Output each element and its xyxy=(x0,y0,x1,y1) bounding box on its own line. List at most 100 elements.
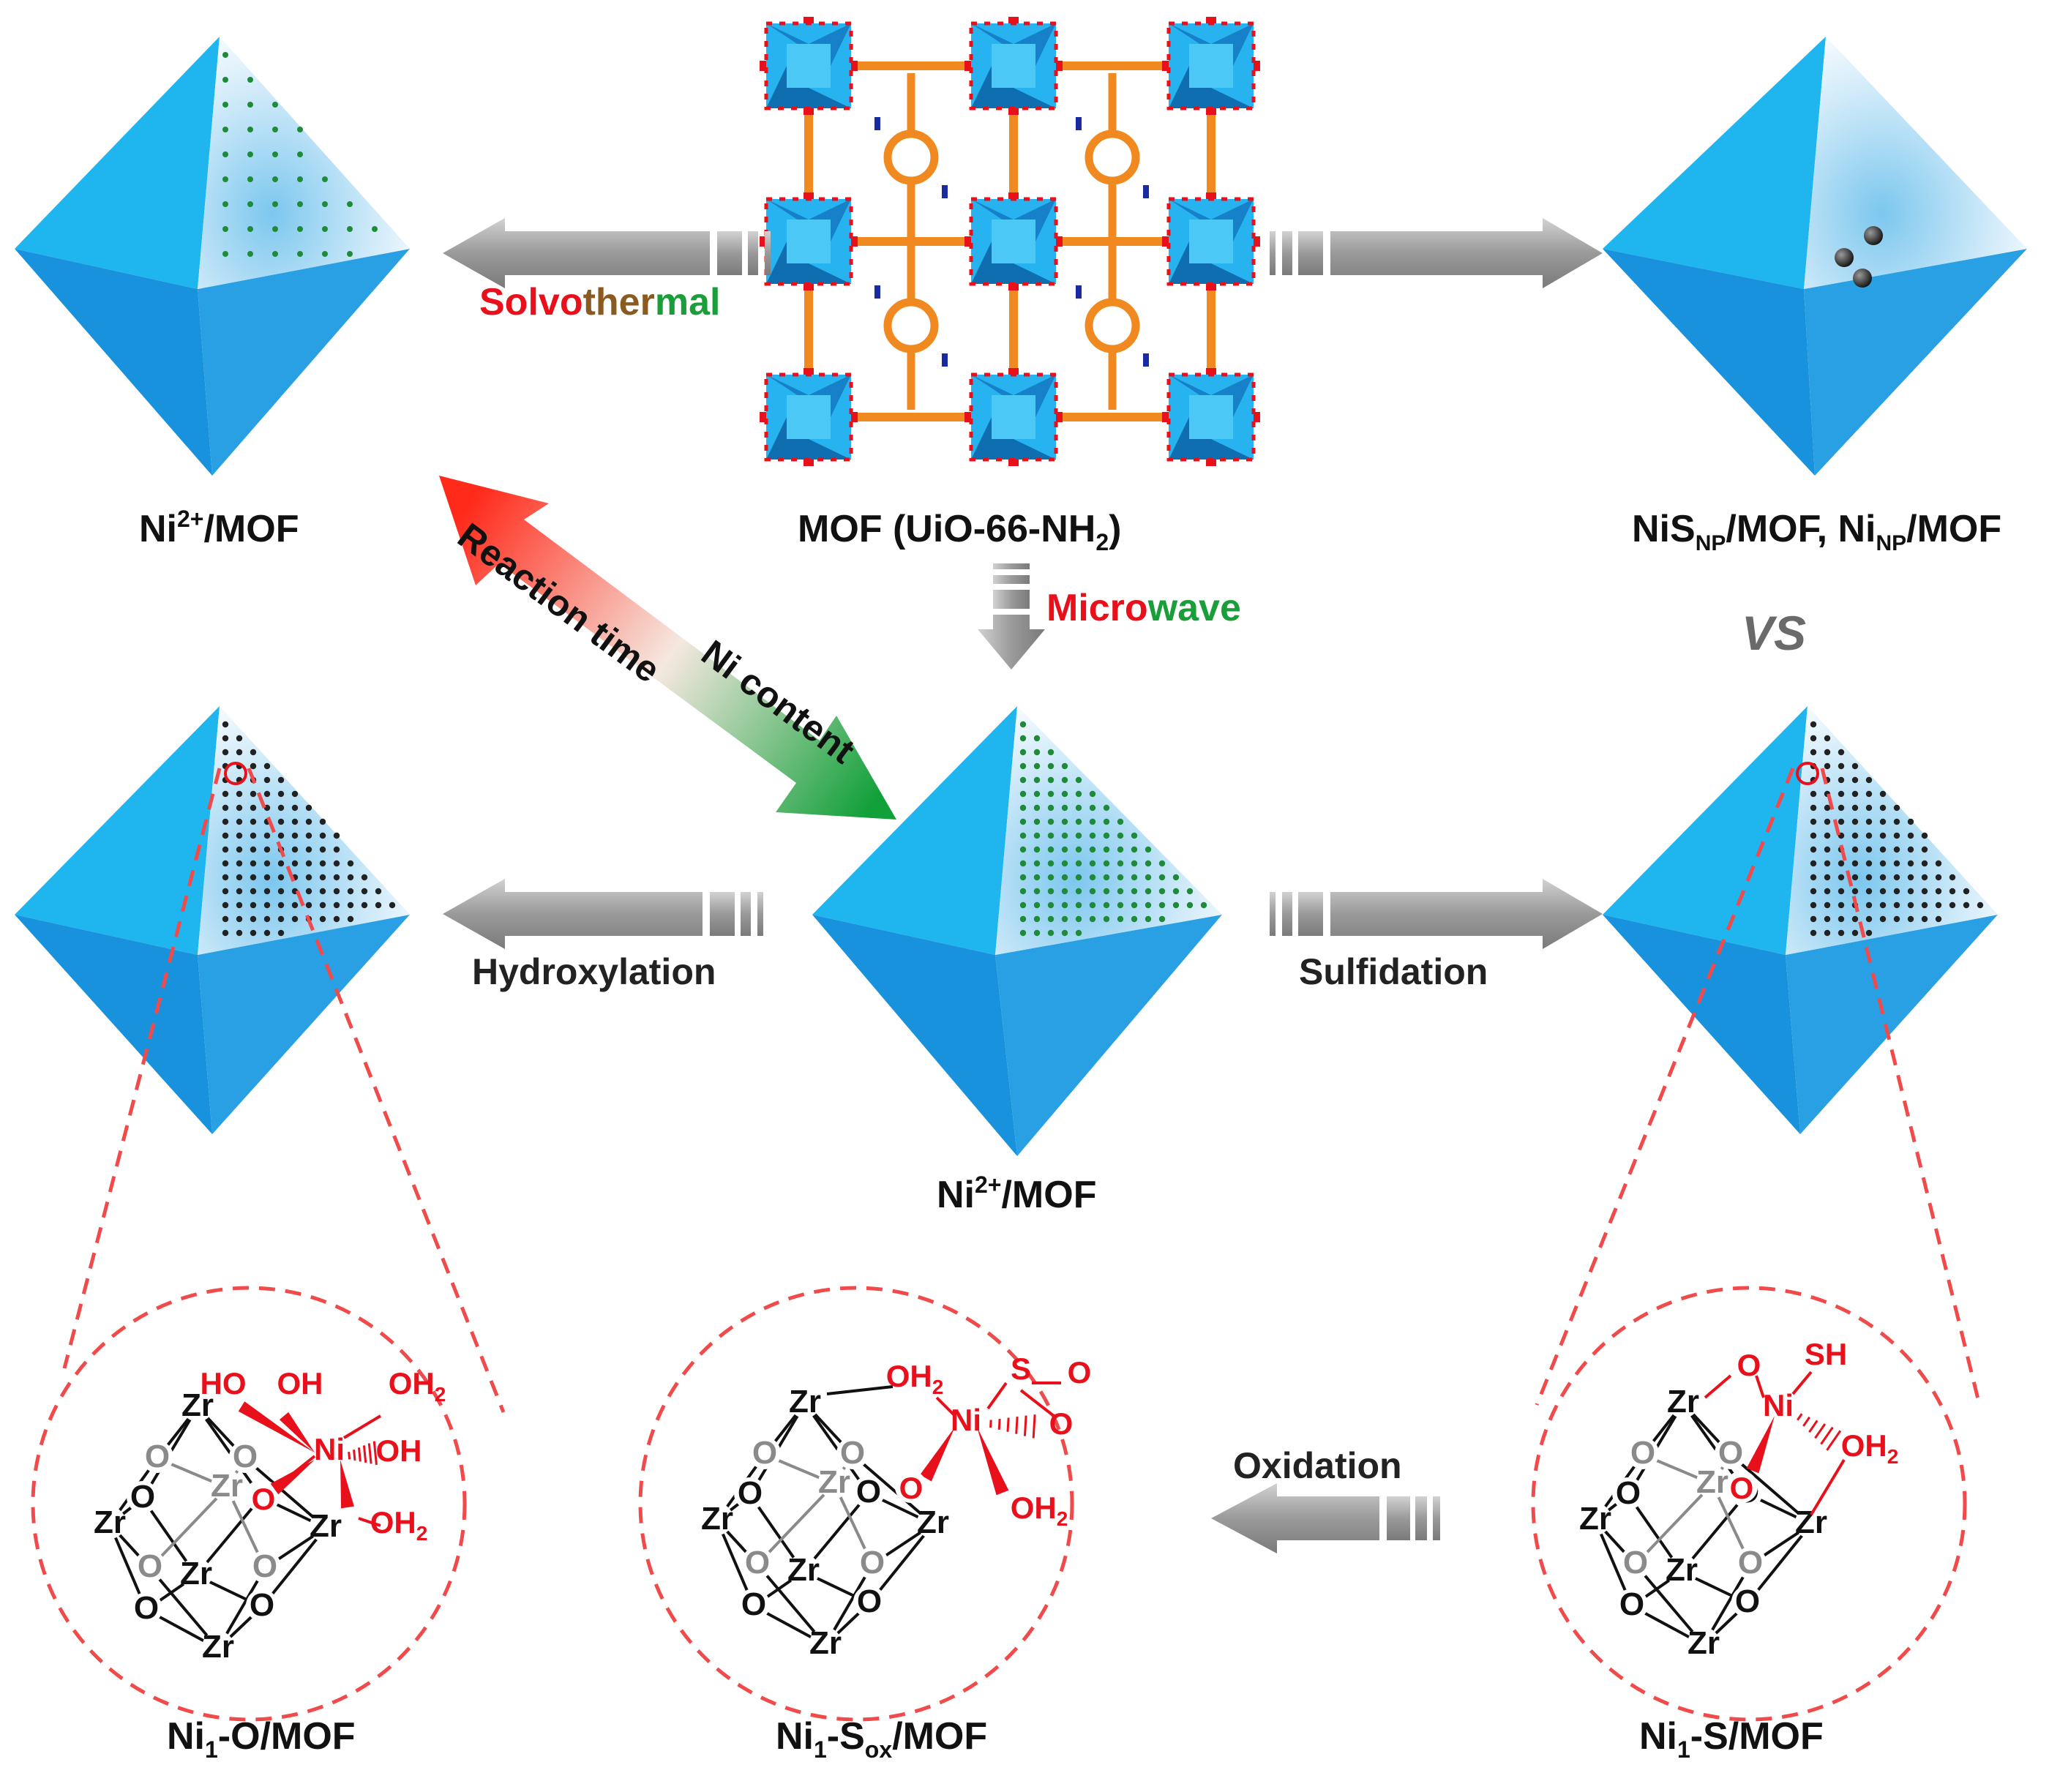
atom-backdrop xyxy=(211,1470,243,1502)
ni-dot xyxy=(263,874,271,881)
ni-dot xyxy=(1838,776,1845,784)
bond xyxy=(196,1406,263,1499)
ni-dot xyxy=(277,804,285,811)
ni-dot xyxy=(236,818,243,825)
atom-backdrop xyxy=(130,1592,162,1624)
ni-dot xyxy=(1949,901,1956,909)
ni-dot xyxy=(1047,888,1055,895)
ni-dot xyxy=(305,846,312,853)
octahedron-face-bottom-right xyxy=(1804,249,2027,476)
ni-dot xyxy=(1879,901,1887,909)
ni-dot xyxy=(291,804,299,811)
ni-dot xyxy=(1103,901,1110,909)
atom-ni: Ni xyxy=(951,1403,981,1437)
highlight-site-right xyxy=(1796,762,1819,785)
ni-dot xyxy=(1047,749,1055,756)
ni-dot xyxy=(1977,901,1984,909)
atom-o: O xyxy=(1068,1355,1092,1390)
ni-dot xyxy=(1047,832,1055,839)
mof-node-outline xyxy=(1166,372,1256,462)
ni-dot xyxy=(1061,846,1068,853)
ni-dot xyxy=(1019,804,1027,811)
ni-dot xyxy=(1061,776,1068,784)
ni-dot xyxy=(222,151,228,157)
ni-dot xyxy=(1089,874,1096,881)
ni-dot xyxy=(1089,790,1096,798)
ni-dot xyxy=(250,749,257,756)
ni-dot xyxy=(333,874,340,881)
ni-dot xyxy=(236,790,243,798)
ni-dot xyxy=(1810,749,1817,756)
ni-dot xyxy=(1824,804,1831,811)
bond xyxy=(851,1453,934,1526)
hashed-bond xyxy=(1814,1423,1827,1439)
atom-backdrop xyxy=(94,1507,126,1539)
ni-dot xyxy=(247,151,253,157)
octahedron-face-left xyxy=(812,706,1017,955)
label-ni1-s-mof: Ni1-S/MOF xyxy=(1639,1715,1824,1763)
atom-ho: HO xyxy=(201,1366,247,1401)
atom-backdrop xyxy=(1666,1554,1698,1586)
ni-dot xyxy=(305,860,312,867)
hashed-bond xyxy=(357,1447,362,1462)
atom: Zr xyxy=(809,1625,842,1661)
octahedron-open-face xyxy=(1804,37,2027,289)
ni-dot xyxy=(1865,776,1873,784)
ni-dot xyxy=(222,790,229,798)
ni-dot xyxy=(236,901,243,909)
ni-dot xyxy=(1810,901,1817,909)
ni-dot xyxy=(263,846,271,853)
label-ni1-o-mof: Ni1-O/MOF xyxy=(167,1715,356,1763)
zoom-circle-ni1-s xyxy=(1531,1286,1967,1722)
ni-dot xyxy=(1879,846,1887,853)
ni-dot xyxy=(222,721,229,728)
ni-dot xyxy=(1061,762,1068,770)
atom: Zr xyxy=(310,1508,342,1544)
bond xyxy=(1704,1374,1732,1399)
atom-backdrop xyxy=(1687,1627,1720,1660)
ni-dot xyxy=(1075,915,1082,923)
ni-dot xyxy=(1061,929,1068,937)
wedge-bond xyxy=(920,1427,955,1482)
ni-dot xyxy=(1824,818,1831,825)
ni-dot xyxy=(347,888,354,895)
arrow-sulfidation xyxy=(1270,879,1603,949)
hashed-bond xyxy=(353,1450,356,1461)
ni-dot xyxy=(1019,735,1027,742)
ni-dot xyxy=(1158,901,1166,909)
ni-dot xyxy=(1145,901,1152,909)
ni-dot xyxy=(322,251,328,257)
mof-zr-node xyxy=(764,197,853,286)
ni-dot xyxy=(1838,874,1845,881)
ni-dot xyxy=(1879,915,1887,923)
mof-node-face xyxy=(992,44,1035,88)
atom-back: Zr xyxy=(211,1468,243,1504)
ni-dot xyxy=(247,251,253,257)
octahedron-face-bottom-left xyxy=(1603,915,1800,1134)
ni-dot xyxy=(1089,804,1096,811)
ni-dot xyxy=(1075,832,1082,839)
ni-dot xyxy=(1907,915,1914,923)
ni-dot xyxy=(1810,860,1817,867)
atom: O xyxy=(741,1586,766,1622)
atom-backdrop xyxy=(809,1627,842,1660)
mof-zr-node xyxy=(1166,197,1256,286)
wedge-bond xyxy=(279,1412,315,1452)
atom-ni: Ni xyxy=(314,1432,345,1466)
ni-dot xyxy=(247,176,253,182)
ni-dot xyxy=(1033,776,1041,784)
ni-dot xyxy=(222,888,229,895)
ni-dot xyxy=(1117,818,1124,825)
ni-dot xyxy=(1089,860,1096,867)
ni-dot xyxy=(222,860,229,867)
ni-dot xyxy=(1851,860,1859,867)
ni-dot xyxy=(1019,874,1027,881)
ni-dot xyxy=(1117,901,1124,909)
atom-back: Zr xyxy=(1696,1464,1728,1500)
ni-dot xyxy=(277,832,285,839)
atom-back: O xyxy=(860,1545,885,1581)
ni-dot xyxy=(1019,818,1027,825)
ni-dot xyxy=(297,127,303,132)
ni-dot xyxy=(1061,804,1068,811)
ni-dot xyxy=(1865,790,1873,798)
